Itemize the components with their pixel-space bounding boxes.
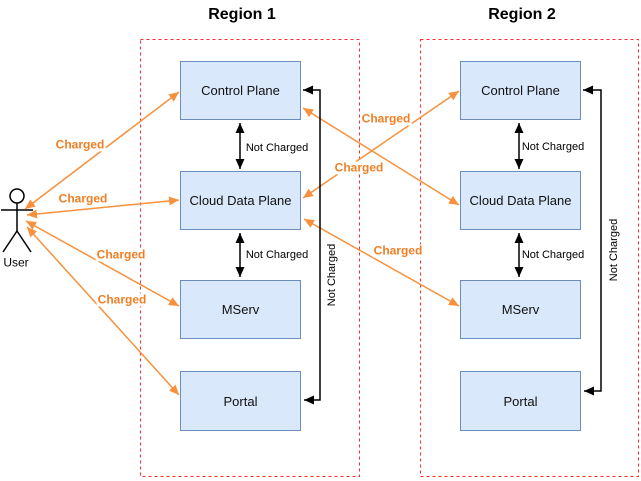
node-r1-control-plane: Control Plane <box>180 61 301 120</box>
node-r1-mserv: MServ <box>180 280 301 339</box>
node-r2-portal: Portal <box>460 371 581 431</box>
node-r1-cloud-data-plane: Cloud Data Plane <box>180 171 301 230</box>
region2-border <box>420 39 639 477</box>
edge-user-r1-cloud-data-plane <box>26 196 180 219</box>
edge-r1-control-plane-r2-cloud-data-plane <box>302 107 460 206</box>
edge-user-r1-portal <box>26 226 180 396</box>
edge-label-charged-user-cp: Charged <box>54 137 106 152</box>
edge-label-notcharged-r1-cp-cdp: Not Charged <box>244 141 310 155</box>
edge-r2-control-plane-r2-portal <box>583 85 602 396</box>
edge-label-charged-user-mserv: Charged <box>95 247 147 262</box>
edge-label-charged-r1cp-r2cdp: Charged <box>333 160 385 175</box>
node-r2-cloud-data-plane: Cloud Data Plane <box>460 171 581 230</box>
edge-label-notcharged-r1-cp-portal: Not Charged <box>325 242 339 308</box>
edge-label-charged-r1cdp-r2mserv: Charged <box>372 243 424 258</box>
edge-r1-control-plane-r1-portal <box>303 85 321 405</box>
edge-label-charged-r1cdp-r2cp: Charged <box>360 111 412 126</box>
edge-label-notcharged-r2-cdp-mserv: Not Charged <box>520 248 586 262</box>
edge-label-charged-user-cdp: Charged <box>57 191 109 206</box>
edge-label-notcharged-r2-cp-portal: Not Charged <box>607 217 621 283</box>
edge-label-notcharged-r2-cp-cdp: Not Charged <box>520 140 586 154</box>
node-r1-portal: Portal <box>180 371 301 431</box>
user-actor-icon <box>1 188 33 253</box>
edge-r1-cloud-data-plane-r2-control-plane <box>302 90 460 199</box>
edge-label-charged-user-portal: Charged <box>96 292 148 307</box>
user-label: User <box>3 255 29 270</box>
edge-label-notcharged-r1-cdp-mserv: Not Charged <box>244 248 310 262</box>
node-r2-control-plane: Control Plane <box>460 61 581 120</box>
edge-r1-cloud-data-plane-r2-mserv <box>303 218 460 307</box>
region1-title: Region 1 <box>208 6 276 24</box>
node-r2-mserv: MServ <box>460 280 581 339</box>
region2-title: Region 2 <box>488 6 556 24</box>
